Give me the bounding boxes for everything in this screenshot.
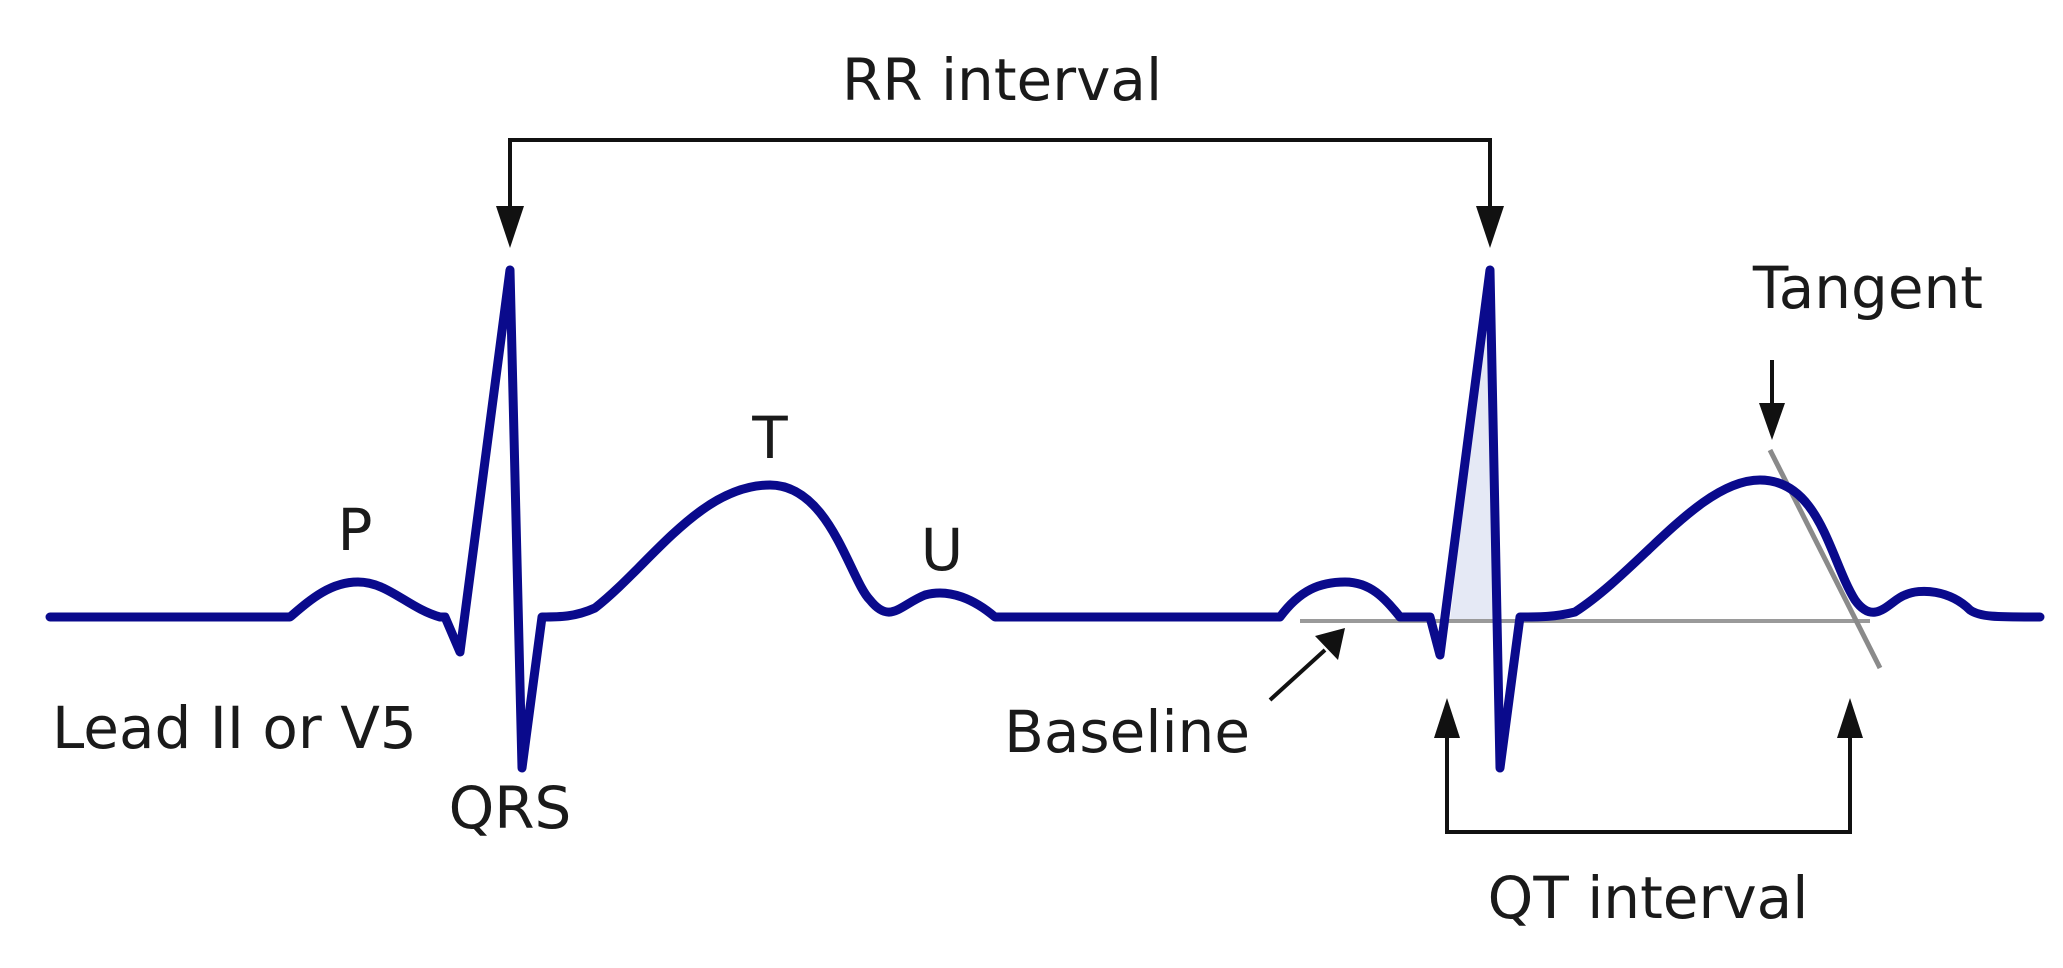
- p-wave-label: P: [338, 496, 373, 564]
- lead-label: Lead II or V5: [52, 694, 417, 762]
- rr-right-arrowhead: [1476, 206, 1504, 248]
- qt-interval-bracket: [1445, 735, 1852, 834]
- rr-interval-bracket: [508, 138, 1492, 208]
- ecg-trace: [45, 265, 2045, 773]
- baseline-arrow: [1268, 648, 1327, 702]
- u-wave-label: U: [921, 516, 963, 584]
- tangent-arrowhead: [1759, 403, 1785, 440]
- rr-interval-label: RR interval: [842, 46, 1162, 114]
- qrs-label: QRS: [449, 774, 572, 842]
- rr-left-arrowhead: [496, 206, 524, 248]
- t-wave-label: T: [751, 404, 788, 472]
- tangent-label: Tangent: [1752, 254, 1983, 322]
- baseline-label: Baseline: [1004, 698, 1250, 766]
- qt-right-arrowhead: [1837, 698, 1863, 738]
- qt-interval-label: QT interval: [1488, 864, 1809, 932]
- baseline-arrowhead: [1315, 628, 1345, 660]
- qt-left-arrowhead: [1434, 698, 1460, 738]
